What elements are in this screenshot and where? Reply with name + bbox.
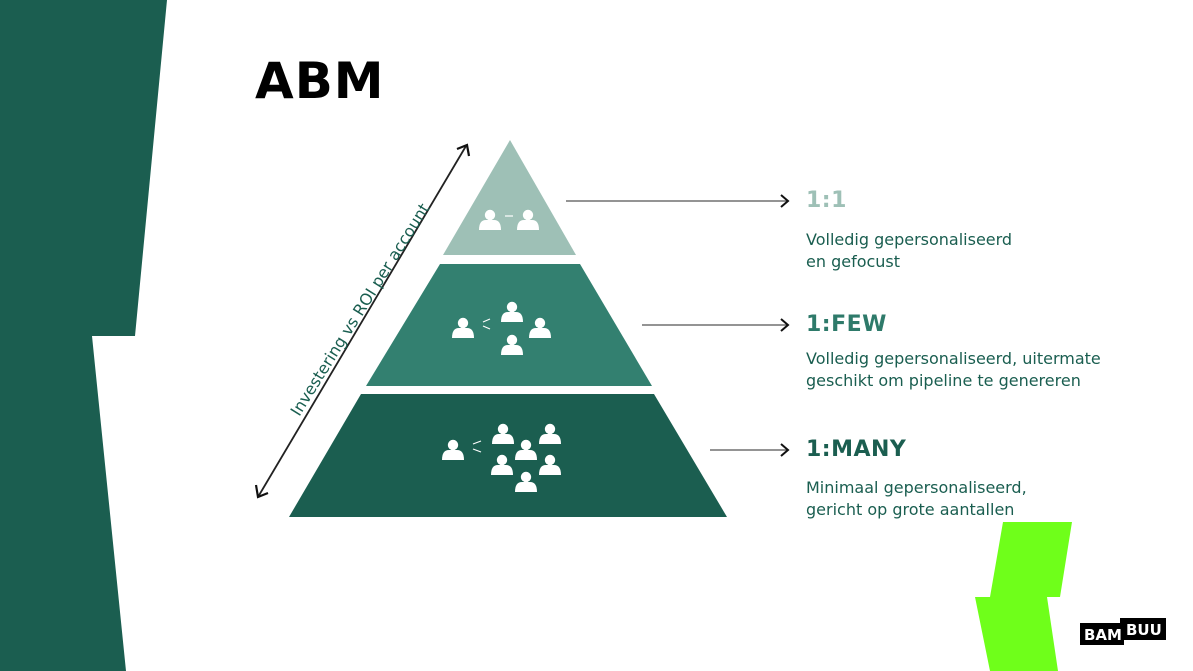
person-icon-group-few [452,301,551,355]
description-line: Minimaal gepersonaliseerd, [806,478,1027,497]
description-line: Volledig gepersonaliseerd [806,230,1013,249]
left-green-band [0,0,167,671]
tier-description-1-many: Minimaal gepersonaliseerd, gericht op gr… [806,477,1027,521]
description-line: geschikt om pipeline te genereren [806,371,1081,390]
double-arrow-icon [254,143,471,499]
lime-accent-shape [975,522,1072,671]
pyramid-tier-1-1 [443,140,576,255]
tier-description-1-few: Volledig gepersonaliseerd, uitermate ges… [806,348,1101,392]
description-line: en gefocust [806,252,901,271]
tier-label-1-1: 1:1 [806,188,847,213]
person-icon-group-many [442,423,561,492]
logo-text-bam: BAM [1084,626,1122,644]
arrow-right-icon-2 [642,318,790,332]
description-line: gericht op grote aantallen [806,500,1015,519]
tier-description-1-1: Volledig gepersonaliseerd en gefocust [806,229,1012,273]
logo-text-buu: BUU [1126,621,1162,639]
pyramid-tier-1-many [289,394,727,517]
tier-label-1-many: 1:MANY [806,437,907,462]
description-line: Volledig gepersonaliseerd, uitermate [806,349,1101,368]
arrow-right-icon-3 [710,443,790,457]
pyramid-tier-1-few [366,264,652,386]
arrow-right-icon-1 [566,194,790,208]
bambuu-logo: BAM BUU [1080,618,1166,645]
slide-title: ABM [255,52,385,110]
person-icon-pair [479,209,539,230]
tier-label-1-few: 1:FEW [806,312,887,337]
